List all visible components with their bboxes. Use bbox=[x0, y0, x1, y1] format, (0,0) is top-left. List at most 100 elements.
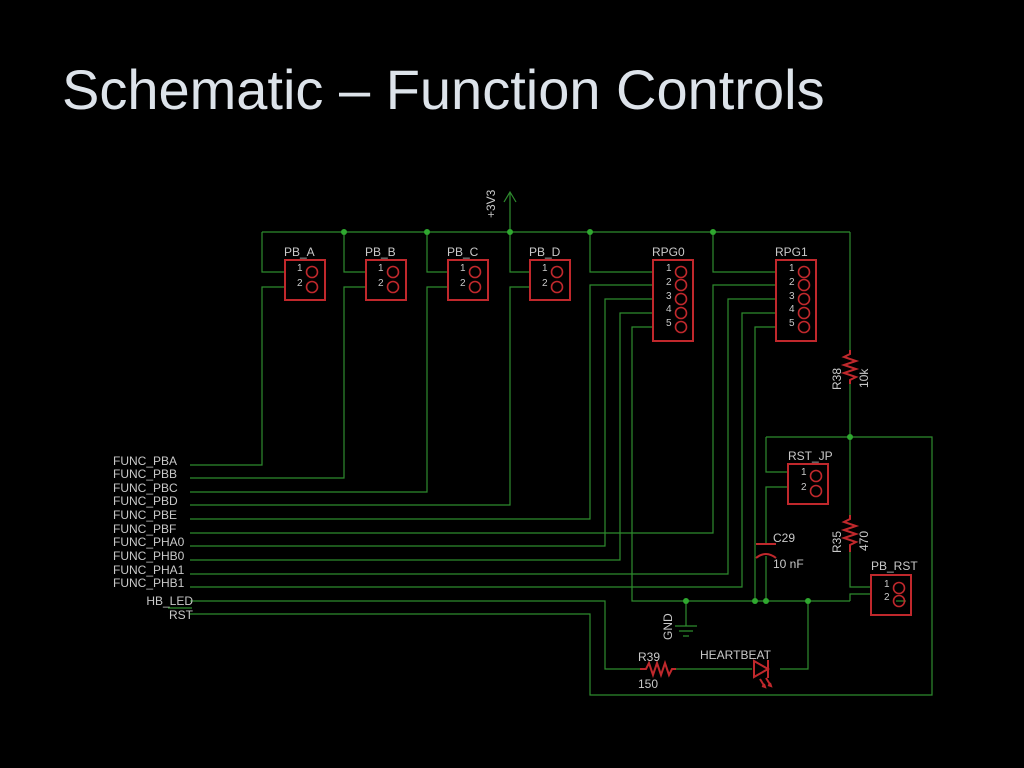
pin-pad bbox=[468, 280, 482, 294]
led-heartbeat: HEARTBEAT bbox=[700, 648, 773, 689]
connector-rpg0: RPG0 1 2 3 4 5 bbox=[652, 245, 694, 342]
pin-number: 5 bbox=[789, 318, 795, 329]
junction bbox=[424, 229, 430, 235]
wire-pba-pin1 bbox=[261, 232, 285, 273]
wire-r35 bbox=[849, 437, 871, 588]
component-label: R38 bbox=[830, 368, 844, 390]
resistor-r35: R35 470 bbox=[830, 515, 871, 553]
component-label: R39 bbox=[638, 650, 660, 664]
component-value: 470 bbox=[857, 531, 871, 551]
net-label: FUNC_PHB0 bbox=[113, 549, 185, 563]
junction bbox=[763, 598, 769, 604]
pin-pad bbox=[809, 484, 823, 498]
slide-title: Schematic – Function Controls bbox=[62, 58, 825, 121]
pin-number: 2 bbox=[297, 278, 303, 289]
pin-pad bbox=[386, 265, 400, 279]
pin-number: 3 bbox=[666, 291, 672, 302]
net-label: HB_LED bbox=[146, 594, 193, 608]
junction bbox=[683, 598, 689, 604]
pin-number: 2 bbox=[460, 278, 466, 289]
wire-rstjp-pin2 bbox=[765, 486, 788, 544]
pin-number: 3 bbox=[789, 291, 795, 302]
led-triangle bbox=[753, 659, 771, 679]
header-pb-rst: PB_RST 1 2 bbox=[870, 559, 918, 616]
pin-number: 4 bbox=[789, 304, 795, 315]
component-label: RST_JP bbox=[788, 449, 833, 463]
wires bbox=[190, 190, 933, 696]
wire-func-phb1 bbox=[190, 312, 776, 588]
header-body bbox=[284, 259, 326, 301]
net-label: FUNC_PHB1 bbox=[113, 576, 185, 590]
pin-pad bbox=[797, 265, 811, 279]
component-label: HEARTBEAT bbox=[700, 648, 772, 662]
gnd-symbol bbox=[675, 601, 697, 637]
wire-pbc-pin1 bbox=[426, 232, 448, 273]
pin-pad bbox=[674, 278, 688, 292]
pin-number: 2 bbox=[789, 277, 795, 288]
pin-pad bbox=[305, 280, 319, 294]
wire-func-pbc bbox=[190, 286, 448, 493]
supply-label: +3V3 bbox=[484, 189, 498, 218]
pin-pad bbox=[674, 306, 688, 320]
ground-label: GND bbox=[661, 613, 675, 640]
wire-rpg0-gnd bbox=[631, 326, 850, 602]
pin-number: 1 bbox=[801, 467, 807, 478]
pin-number: 4 bbox=[666, 304, 672, 315]
pin-pad bbox=[386, 280, 400, 294]
pin-pad bbox=[674, 265, 688, 279]
wire-pbb-pin1 bbox=[343, 232, 366, 273]
resistor-r38: R38 10k bbox=[830, 350, 871, 390]
wire-func-pba bbox=[190, 286, 285, 466]
wire-func-pha0 bbox=[190, 298, 653, 547]
pin-number: 1 bbox=[542, 263, 548, 274]
resistor-body bbox=[840, 515, 860, 552]
pin-pad bbox=[550, 265, 564, 279]
pin-number: 2 bbox=[378, 278, 384, 289]
pin-pad bbox=[468, 265, 482, 279]
pin-number: 1 bbox=[378, 263, 384, 274]
pin-number: 5 bbox=[666, 318, 672, 329]
wire-rpg0-pin1 bbox=[589, 232, 653, 273]
net-label: FUNC_PBD bbox=[113, 494, 178, 508]
header-body bbox=[447, 259, 489, 301]
net-label: FUNC_PBE bbox=[113, 508, 177, 522]
pin-pad bbox=[797, 292, 811, 306]
pin-pad bbox=[809, 469, 823, 483]
pin-number: 1 bbox=[460, 263, 466, 274]
net-label: FUNC_PBA bbox=[113, 454, 177, 468]
pin-pad bbox=[674, 320, 688, 334]
header-body bbox=[787, 463, 829, 505]
wire-func-pbb bbox=[190, 286, 366, 479]
wire-func-pbf bbox=[190, 284, 776, 534]
component-label: PB_RST bbox=[871, 559, 918, 573]
net-label: FUNC_PBF bbox=[113, 522, 176, 536]
pin-number: 1 bbox=[297, 263, 303, 274]
wire-func-pbd bbox=[190, 286, 530, 506]
pin-pad bbox=[892, 581, 906, 595]
component-label: RPG0 bbox=[652, 245, 685, 259]
net-label: FUNC_PBB bbox=[113, 467, 177, 481]
wire-rstjp-pin1 bbox=[765, 437, 788, 473]
component-label: C29 bbox=[773, 531, 795, 545]
header-pb-a: PB_A 1 2 bbox=[284, 245, 326, 301]
pin-pad bbox=[674, 292, 688, 306]
net-labels: FUNC_PBA FUNC_PBB FUNC_PBC FUNC_PBD FUNC… bbox=[113, 454, 194, 622]
pin-pad bbox=[305, 265, 319, 279]
wire-func-pbe bbox=[190, 284, 653, 520]
connector-rpg1: RPG1 1 2 3 4 5 bbox=[775, 245, 817, 342]
net-label: FUNC_PHA0 bbox=[113, 535, 185, 549]
component-value: 150 bbox=[638, 677, 658, 691]
wire-rpg1-pin1 bbox=[712, 232, 776, 273]
wire-rst-net bbox=[190, 436, 933, 696]
capacitor-c29: C29 10 nF bbox=[755, 531, 804, 571]
connector-body bbox=[775, 259, 817, 342]
resistor-body bbox=[640, 659, 676, 679]
pin-pad bbox=[550, 280, 564, 294]
net-label: FUNC_PBC bbox=[113, 481, 178, 495]
component-label: R35 bbox=[830, 531, 844, 553]
component-label: PB_A bbox=[284, 245, 315, 259]
component-label: PB_C bbox=[447, 245, 479, 259]
supply-arrow bbox=[503, 190, 517, 232]
wire-hb-led bbox=[190, 600, 640, 670]
